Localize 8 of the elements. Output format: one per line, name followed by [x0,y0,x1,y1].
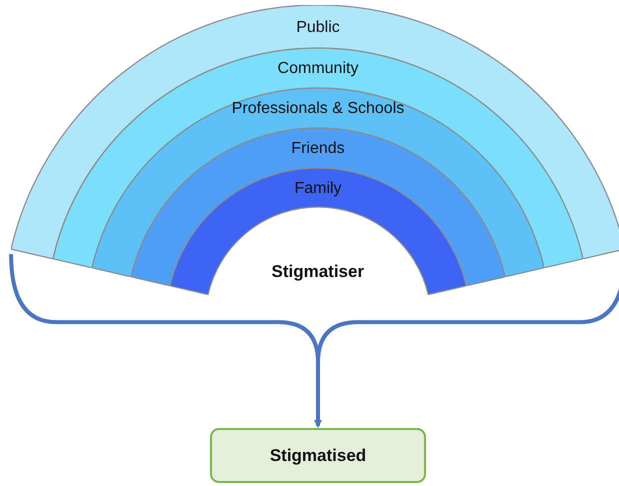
brace-arrow [9,252,619,428]
outcome-box: Stigmatised [210,428,426,483]
band-label: Friends [290,140,346,158]
band-label: Public [295,18,341,36]
band-label: Professionals & Schools [230,100,406,118]
band-label: Community [276,60,360,78]
band-label: Family [293,180,343,198]
center-label: Stigmatiser [272,262,364,282]
